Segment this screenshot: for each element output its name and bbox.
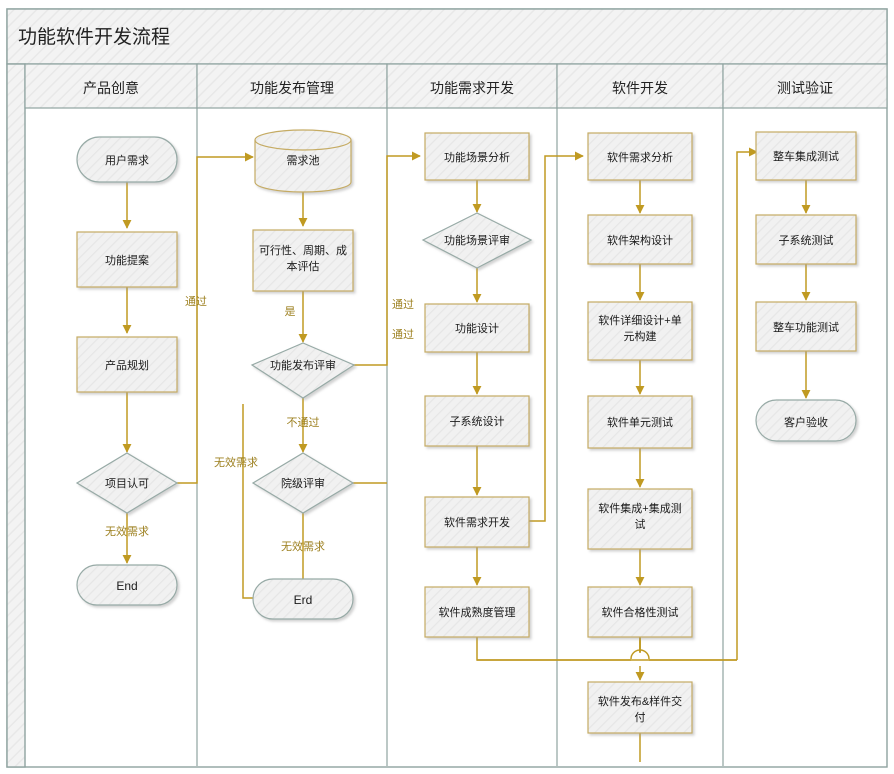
node-label: 客户验收 (784, 415, 828, 429)
edge-sw-requirement-dev-to-sw-requirement-analysis (528, 151, 584, 522)
node-label-line1: 可行性、周期、成 (259, 243, 347, 257)
edge-label-invalid-1: 无效需求 (105, 524, 149, 538)
node-sw-requirement-dev[interactable]: 软件需求开发 (424, 496, 530, 548)
edge-label-yes: 是 (285, 305, 296, 318)
node-vehicle-function-test[interactable]: 整车功能测试 (755, 301, 857, 352)
node-release-review[interactable]: 功能发布评审 (250, 342, 356, 399)
node-label: 功能提案 (105, 253, 149, 267)
node-label: 软件单元测试 (607, 415, 673, 429)
node-label: 产品规划 (105, 358, 149, 372)
node-label: Erd (294, 593, 313, 607)
node-feature-proposal[interactable]: 功能提案 (76, 231, 178, 288)
node-label: 子系统测试 (779, 234, 834, 247)
node-sw-qualification-test[interactable]: 软件合格性测试 (587, 586, 693, 638)
node-scenario-analysis[interactable]: 功能场景分析 (424, 132, 530, 181)
node-customer-acceptance[interactable]: 客户验收 (755, 399, 857, 442)
node-institute-review[interactable]: 院级评审 (251, 452, 355, 514)
node-feature-design[interactable]: 功能设计 (424, 303, 530, 353)
node-sw-detail-design[interactable]: 软件详细设计+单 元构建 (587, 301, 693, 361)
lane-header-row: 产品创意 功能发布管理 功能需求开发 软件开发 测试验证 (24, 63, 888, 109)
node-label: 项目认可 (105, 477, 149, 490)
node-subsystem-design[interactable]: 子系统设计 (424, 395, 530, 447)
node-label: 软件成熟度管理 (439, 605, 516, 619)
node-label: 软件合格性测试 (602, 605, 679, 619)
connectors: requirement pool --> (122, 147, 811, 762)
edge-bottom-bus-to-vehicle-integration-test (736, 147, 758, 660)
node-label-line2: 付 (635, 711, 646, 724)
node-sw-release-delivery[interactable]: 软件发布&样件交 付 (587, 681, 693, 734)
node-user-requirement[interactable]: 用户需求 (76, 136, 178, 183)
edge-label-pass-1: 通过 (185, 295, 207, 308)
lane-title-release-mgmt: 功能发布管理 (250, 80, 334, 96)
node-label-line1: 软件发布&样件交 (598, 694, 682, 708)
node-sw-integration-test[interactable]: 软件集成+集成测 试 (587, 488, 693, 550)
lane-title-software-dev: 软件开发 (612, 80, 668, 96)
edge-label-invalid-3: 无效需求 (281, 539, 325, 553)
page-title: 功能软件开发流程 (18, 26, 170, 48)
node-label-line2: 试 (635, 518, 646, 531)
edge-label-pass-2: 通过 (392, 298, 414, 311)
node-label: 功能发布评审 (270, 358, 336, 372)
node-scenario-review[interactable]: 功能场景评审 (421, 212, 533, 269)
node-label: 功能场景分析 (444, 150, 510, 164)
lane-title-req-dev: 功能需求开发 (430, 80, 514, 96)
node-sw-architecture-design[interactable]: 软件架构设计 (587, 214, 693, 265)
node-end-2[interactable]: Erd (252, 578, 354, 620)
node-label-line2: 本评估 (287, 259, 320, 273)
node-label: End (116, 579, 137, 593)
node-label: 子系统设计 (450, 415, 505, 428)
node-sw-unit-test[interactable]: 软件单元测试 (587, 395, 693, 449)
node-product-planning[interactable]: 产品规划 (76, 336, 178, 393)
node-label: 功能场景评审 (444, 233, 510, 247)
node-requirement-pool[interactable]: 需求池 (254, 129, 352, 193)
node-subsystem-test[interactable]: 子系统测试 (755, 214, 857, 265)
node-label: 软件需求开发 (444, 515, 510, 529)
lane-title-product-idea: 产品创意 (83, 80, 139, 96)
node-label: 软件架构设计 (607, 233, 673, 247)
node-label: 需求池 (287, 154, 320, 167)
lane-title-test-verify: 测试验证 (777, 80, 833, 96)
node-label: 整车集成测试 (773, 149, 839, 163)
node-label: 软件需求分析 (607, 150, 673, 164)
edge-release-review-pass-to-scenario-analysis (353, 151, 421, 366)
node-sw-maturity-mgmt[interactable]: 软件成熟度管理 (424, 586, 530, 638)
node-feasibility-assessment[interactable]: 可行性、周期、成 本评估 (252, 229, 354, 292)
node-label: 整车功能测试 (773, 320, 839, 334)
node-label: 用户需求 (105, 153, 149, 167)
node-label-line1: 软件集成+集成测 (598, 501, 681, 515)
edge-label-fail: 不通过 (287, 416, 320, 429)
node-end-1[interactable]: End (76, 564, 178, 606)
node-vehicle-integration-test[interactable]: 整车集成测试 (755, 131, 857, 181)
node-label-line1: 软件详细设计+单 (598, 313, 681, 327)
node-label: 功能设计 (455, 321, 499, 335)
edge-label-invalid-2: 无效需求 (214, 455, 258, 469)
edge-label-pass-3: 通过 (392, 328, 414, 341)
node-project-approval[interactable]: 项目认可 (75, 452, 179, 514)
node-label: 院级评审 (281, 476, 325, 490)
node-label-line2: 元构建 (624, 329, 657, 343)
edge-project-approval-to-requirement-pool (177, 152, 254, 484)
node-sw-requirement-analysis[interactable]: 软件需求分析 (587, 132, 693, 181)
